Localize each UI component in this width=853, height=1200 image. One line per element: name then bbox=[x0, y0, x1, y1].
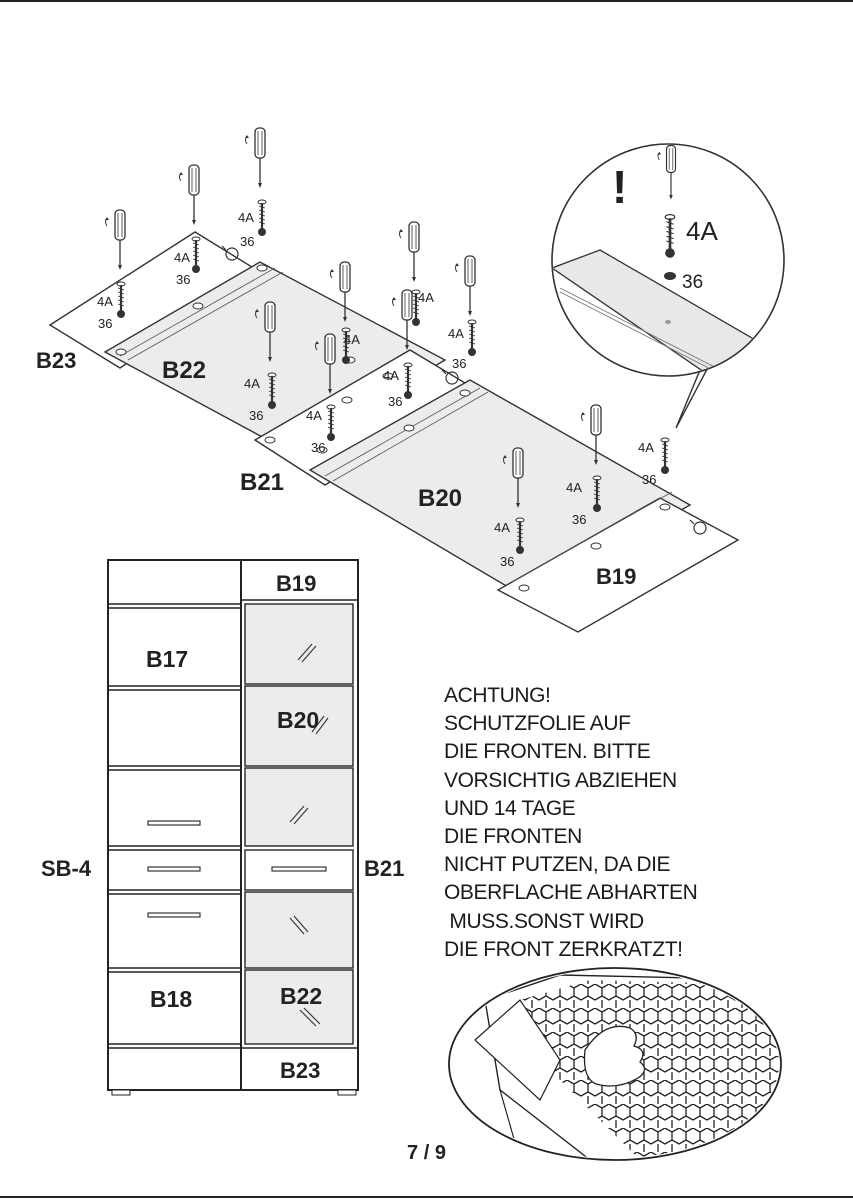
svg-text:36: 36 bbox=[572, 512, 586, 527]
svg-text:36: 36 bbox=[452, 356, 466, 371]
svg-text:4A: 4A bbox=[494, 520, 510, 535]
bottom-rule bbox=[0, 1196, 853, 1198]
detail-magnifier: ! 4A 36 bbox=[551, 143, 785, 429]
exploded-panels bbox=[48, 231, 740, 633]
warning-line: NICHT PUTZEN, DA DIE bbox=[444, 853, 671, 877]
svg-text:4A: 4A bbox=[238, 210, 254, 225]
svg-text:36: 36 bbox=[98, 316, 112, 331]
svg-text:36: 36 bbox=[500, 554, 514, 569]
svg-text:4A: 4A bbox=[97, 294, 113, 309]
exclamation-mark: ! bbox=[612, 161, 627, 213]
warning-line: OBERFLACHE ABHARTEN bbox=[444, 881, 698, 905]
svg-text:4A: 4A bbox=[418, 290, 434, 305]
foil-peel-illustration bbox=[448, 967, 782, 1161]
svg-text:4A: 4A bbox=[638, 440, 654, 455]
svg-text:4A: 4A bbox=[244, 376, 260, 391]
svg-text:36: 36 bbox=[311, 440, 325, 455]
label-b21: B21 bbox=[240, 469, 284, 496]
warning-line: SCHUTZFOLIE AUF bbox=[444, 712, 631, 736]
hardware-labels: 4A 36 4A 36 4A 36 4A 4A 4A 36 4A 36 4A 36 4A 36… bbox=[97, 210, 656, 569]
svg-text:B19: B19 bbox=[276, 571, 316, 596]
warning-line: MUSS.SONST WIRD bbox=[444, 909, 644, 933]
label-b20: B20 bbox=[418, 485, 462, 512]
warning-line: DIE FRONTEN bbox=[444, 825, 582, 849]
cabinet-front-view: B19 B17 B20 SB-4 B21 B18 B22 B23 bbox=[41, 559, 404, 1096]
svg-text:B17: B17 bbox=[146, 646, 188, 672]
svg-text:36: 36 bbox=[240, 234, 254, 249]
top-rule bbox=[0, 0, 853, 2]
svg-text:B22: B22 bbox=[280, 983, 322, 1009]
warning-line: VORSICHTIG ABZIEHEN bbox=[444, 768, 677, 792]
warning-line: DIE FRONT ZERKRATZT! bbox=[444, 937, 683, 961]
svg-text:4A: 4A bbox=[383, 368, 399, 383]
svg-text:B21: B21 bbox=[364, 856, 404, 881]
warning-line: DIE FRONTEN. BITTE bbox=[444, 740, 651, 764]
svg-text:36: 36 bbox=[249, 408, 263, 423]
warning-text: ACHTUNG! SCHUTZFOLIE AUF DIE FRONTEN. BI… bbox=[444, 682, 774, 964]
svg-text:36: 36 bbox=[388, 394, 402, 409]
warning-line: UND 14 TAGE bbox=[444, 796, 576, 820]
svg-text:36: 36 bbox=[642, 472, 656, 487]
label-b23: B23 bbox=[36, 348, 76, 373]
panel-labels: B23 B22 B21 B20 B19 bbox=[36, 348, 636, 589]
svg-text:B20: B20 bbox=[277, 707, 319, 733]
svg-text:36: 36 bbox=[176, 272, 190, 287]
svg-text:36: 36 bbox=[682, 272, 703, 293]
page-number: 7 / 9 bbox=[407, 1142, 446, 1164]
label-b22: B22 bbox=[162, 357, 206, 384]
svg-text:4A: 4A bbox=[306, 408, 322, 423]
svg-text:4A: 4A bbox=[344, 332, 360, 347]
svg-text:4A: 4A bbox=[448, 326, 464, 341]
svg-text:B23: B23 bbox=[280, 1058, 320, 1083]
svg-text:4A: 4A bbox=[174, 250, 190, 265]
svg-text:SB-4: SB-4 bbox=[41, 856, 92, 881]
svg-text:4A: 4A bbox=[566, 480, 582, 495]
label-b19: B19 bbox=[596, 564, 636, 589]
warning-line: ACHTUNG! bbox=[444, 684, 551, 707]
svg-text:B18: B18 bbox=[150, 986, 192, 1012]
svg-text:4A: 4A bbox=[686, 216, 718, 246]
